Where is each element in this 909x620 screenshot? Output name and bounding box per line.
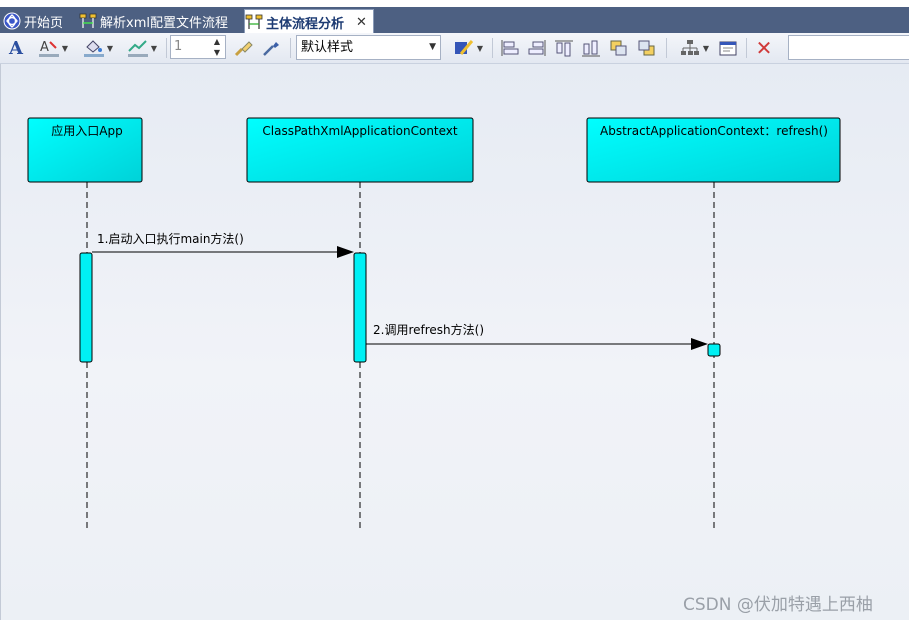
delete-x-icon: ✕ bbox=[755, 36, 773, 60]
close-icon[interactable]: ✕ bbox=[356, 14, 367, 30]
arrowhead bbox=[337, 246, 354, 258]
spinner-icon[interactable]: ▲▼ bbox=[213, 37, 221, 57]
activation-bar[interactable] bbox=[707, 343, 721, 357]
hierarchy-icon bbox=[680, 40, 699, 55]
tab-label: 解析xml配置文件流程 bbox=[100, 15, 228, 31]
lifeline-label-app: 应用入口App bbox=[51, 123, 122, 138]
delete-button[interactable]: ✕ bbox=[752, 37, 776, 59]
lifeline-label-abstract-context: AbstractApplicationContext：refresh() bbox=[600, 124, 828, 138]
style-pen-icon bbox=[454, 40, 474, 55]
style-select-value: 默认样式 bbox=[301, 40, 354, 55]
send-backward-icon bbox=[638, 40, 655, 56]
format-painter-button[interactable] bbox=[232, 37, 256, 59]
search-input[interactable] bbox=[788, 35, 909, 60]
lifeline-box-abstract-context[interactable] bbox=[586, 117, 841, 183]
line-color-button[interactable]: ▼ bbox=[122, 37, 162, 59]
chevron-down-icon: ▼ bbox=[429, 42, 436, 52]
chevron-down-icon: ▼ bbox=[702, 43, 710, 53]
message-label: 2.调用refresh方法() bbox=[373, 322, 484, 337]
diagram-toolbar: A A ▼ ▼ ▼ ▼ ▼ bbox=[0, 33, 909, 64]
lifeline-box-app[interactable] bbox=[27, 117, 143, 183]
chevron-down-icon: ▼ bbox=[61, 43, 69, 53]
fill-color-button[interactable]: ▼ bbox=[78, 37, 118, 59]
eyedropper-button[interactable] bbox=[259, 37, 283, 59]
sequence-diagram-icon bbox=[79, 12, 97, 30]
align-left-button[interactable] bbox=[498, 37, 522, 59]
activation-bar[interactable] bbox=[79, 252, 93, 363]
line-color-icon bbox=[127, 40, 148, 57]
align-top-icon bbox=[555, 40, 573, 57]
toolbar-separator bbox=[746, 38, 747, 58]
apply-style-button[interactable]: ▼ bbox=[448, 37, 488, 59]
align-top-button[interactable] bbox=[552, 37, 576, 59]
toolbar-separator bbox=[666, 38, 667, 58]
properties-button[interactable] bbox=[717, 37, 741, 59]
font-color-icon: A bbox=[38, 40, 59, 57]
font-color-button[interactable]: A ▼ bbox=[33, 37, 73, 59]
chevron-down-icon: ▼ bbox=[106, 43, 114, 53]
toolbar-separator bbox=[166, 38, 167, 58]
align-bottom-button[interactable] bbox=[579, 37, 603, 59]
tab-main-flow-analysis[interactable]: 主体流程分析 ✕ bbox=[244, 9, 374, 34]
properties-icon bbox=[719, 41, 737, 56]
toolbar-separator bbox=[290, 38, 291, 58]
window-top-strip bbox=[0, 0, 909, 7]
start-page-icon bbox=[3, 12, 21, 30]
lifeline-box-classpath-context[interactable] bbox=[246, 117, 474, 183]
sequence-diagram-icon bbox=[245, 13, 263, 31]
align-bottom-icon bbox=[582, 40, 600, 57]
toolbar-separator bbox=[492, 38, 493, 58]
font-icon: A bbox=[9, 37, 23, 59]
font-button[interactable]: A bbox=[5, 37, 27, 59]
style-select[interactable]: 默认样式 ▼ bbox=[296, 35, 441, 60]
tab-label: 主体流程分析 bbox=[266, 16, 345, 32]
tab-parse-xml-flow[interactable]: 解析xml配置文件流程 bbox=[79, 9, 228, 33]
align-left-icon bbox=[501, 40, 519, 56]
line-width-input[interactable]: 1 ▲▼ bbox=[170, 35, 226, 59]
diagram-canvas[interactable]: 应用入口App ClassPathXmlApplicationContext A… bbox=[0, 64, 909, 620]
tab-start-page[interactable]: 开始页 bbox=[3, 9, 63, 33]
activation-bar[interactable] bbox=[353, 252, 367, 363]
align-right-button[interactable] bbox=[525, 37, 549, 59]
watermark: CSDN @伏加特遇上西柚 bbox=[683, 595, 873, 615]
bring-forward-button[interactable] bbox=[607, 37, 631, 59]
tab-label: 开始页 bbox=[24, 15, 64, 31]
chevron-down-icon: ▼ bbox=[476, 43, 484, 53]
bring-forward-icon bbox=[610, 40, 627, 56]
arrowhead bbox=[691, 338, 708, 350]
align-right-icon bbox=[528, 40, 546, 56]
paint-bucket-icon bbox=[83, 40, 104, 57]
chevron-down-icon: ▼ bbox=[150, 43, 158, 53]
brush-icon bbox=[234, 41, 253, 57]
message-label: 1.启动入口执行main方法() bbox=[97, 231, 244, 246]
document-tab-bar: 开始页 解析xml配置文件流程 主体流程分析 ✕ bbox=[0, 7, 909, 34]
line-width-value: 1 bbox=[174, 39, 183, 54]
lifeline-label-classpath-context: ClassPathXmlApplicationContext bbox=[262, 124, 458, 138]
send-backward-button[interactable] bbox=[635, 37, 659, 59]
auto-layout-button[interactable]: ▼ bbox=[674, 37, 714, 59]
svg-text:A: A bbox=[40, 40, 49, 55]
sequence-diagram: 应用入口App ClassPathXmlApplicationContext A… bbox=[27, 117, 841, 532]
eyedropper-icon bbox=[263, 42, 279, 56]
